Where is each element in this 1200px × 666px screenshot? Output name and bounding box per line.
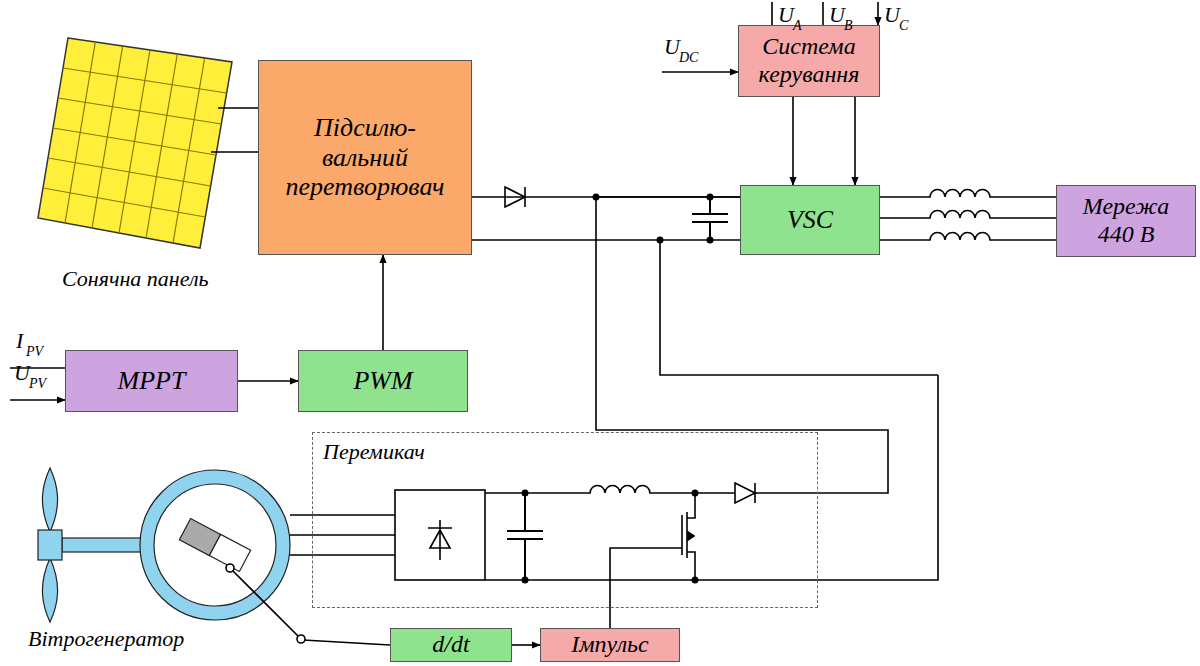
mosfet-symbol [610, 493, 695, 608]
node-text: Система керування [749, 33, 869, 88]
arrow-connector [512, 644, 540, 646]
pwm-box: PWM [298, 350, 468, 412]
signal-label: U [778, 4, 794, 26]
signal-subscript: A [793, 19, 802, 33]
sensor-point [297, 635, 305, 643]
signal-subscript: C [899, 19, 908, 33]
inductor-line [880, 190, 1056, 197]
node-text: Мережа 440 В [1067, 193, 1185, 248]
derivative-box: d/dt [390, 628, 512, 662]
turbine-hub [38, 530, 62, 560]
signal-label: U [14, 362, 30, 384]
boost-inductor [485, 486, 818, 493]
arrow-connector [382, 255, 384, 350]
signal-label: I [16, 330, 23, 352]
converter-box: Підсилю- вальний перетворювач [258, 60, 472, 255]
node-text: Імпульс [571, 631, 648, 659]
solar-panel [38, 38, 232, 248]
panel-grid [43, 42, 227, 243]
control-box: Система керування [738, 25, 880, 97]
signal-arrow [772, 2, 878, 25]
node-text: PWM [353, 366, 412, 396]
signal-label: Вітрогенератор [28, 628, 184, 650]
generator-shaft [62, 538, 144, 552]
arrow-connector [238, 380, 298, 382]
rectifier-diode [428, 520, 452, 560]
wire-connector [609, 608, 611, 628]
signal-subscript: PV [26, 345, 43, 359]
generator-rotor [179, 518, 250, 571]
panel-wire [211, 108, 258, 152]
mppt-box: MPPT [65, 350, 238, 412]
generator-wire [290, 515, 395, 555]
dc-return-wire [485, 240, 938, 580]
inductor-line [880, 233, 1056, 241]
rectifier-box [395, 490, 485, 580]
node-text: d/dt [432, 631, 469, 659]
wire-connector [880, 211, 1056, 219]
arrow-connector [854, 97, 856, 185]
capacitor-symbol [692, 197, 728, 240]
mosfet-arrow [688, 532, 694, 540]
signal-label: Сонячна панель [62, 268, 209, 290]
node-text: Перемикач [323, 439, 425, 464]
grid-box: Мережа 440 В [1056, 185, 1196, 257]
signal-arrow [662, 71, 738, 73]
signal-label: U [829, 4, 845, 26]
junction-dot [522, 194, 714, 584]
signal-subscript: PV [29, 377, 46, 391]
pulse-box: Імпульс [540, 628, 680, 662]
diode-symbol [735, 483, 755, 503]
signal-subscript: DC [679, 51, 698, 65]
signal-label: U [884, 4, 900, 26]
capacitor-symbol [507, 493, 543, 580]
signal-subscript: B [844, 19, 853, 33]
node-text: VSC [787, 205, 833, 235]
inverter-box: VSC [740, 185, 880, 255]
arrow-connector [792, 97, 794, 185]
node-text: MPPT [118, 366, 186, 396]
switch-group: Перемикач [312, 432, 818, 608]
dc-bus-wire [472, 239, 740, 241]
generator-stator [147, 477, 283, 613]
signal-label: U [664, 36, 680, 58]
sensor-point [226, 564, 234, 572]
node-text: Підсилю- вальний перетворювач [269, 113, 461, 203]
